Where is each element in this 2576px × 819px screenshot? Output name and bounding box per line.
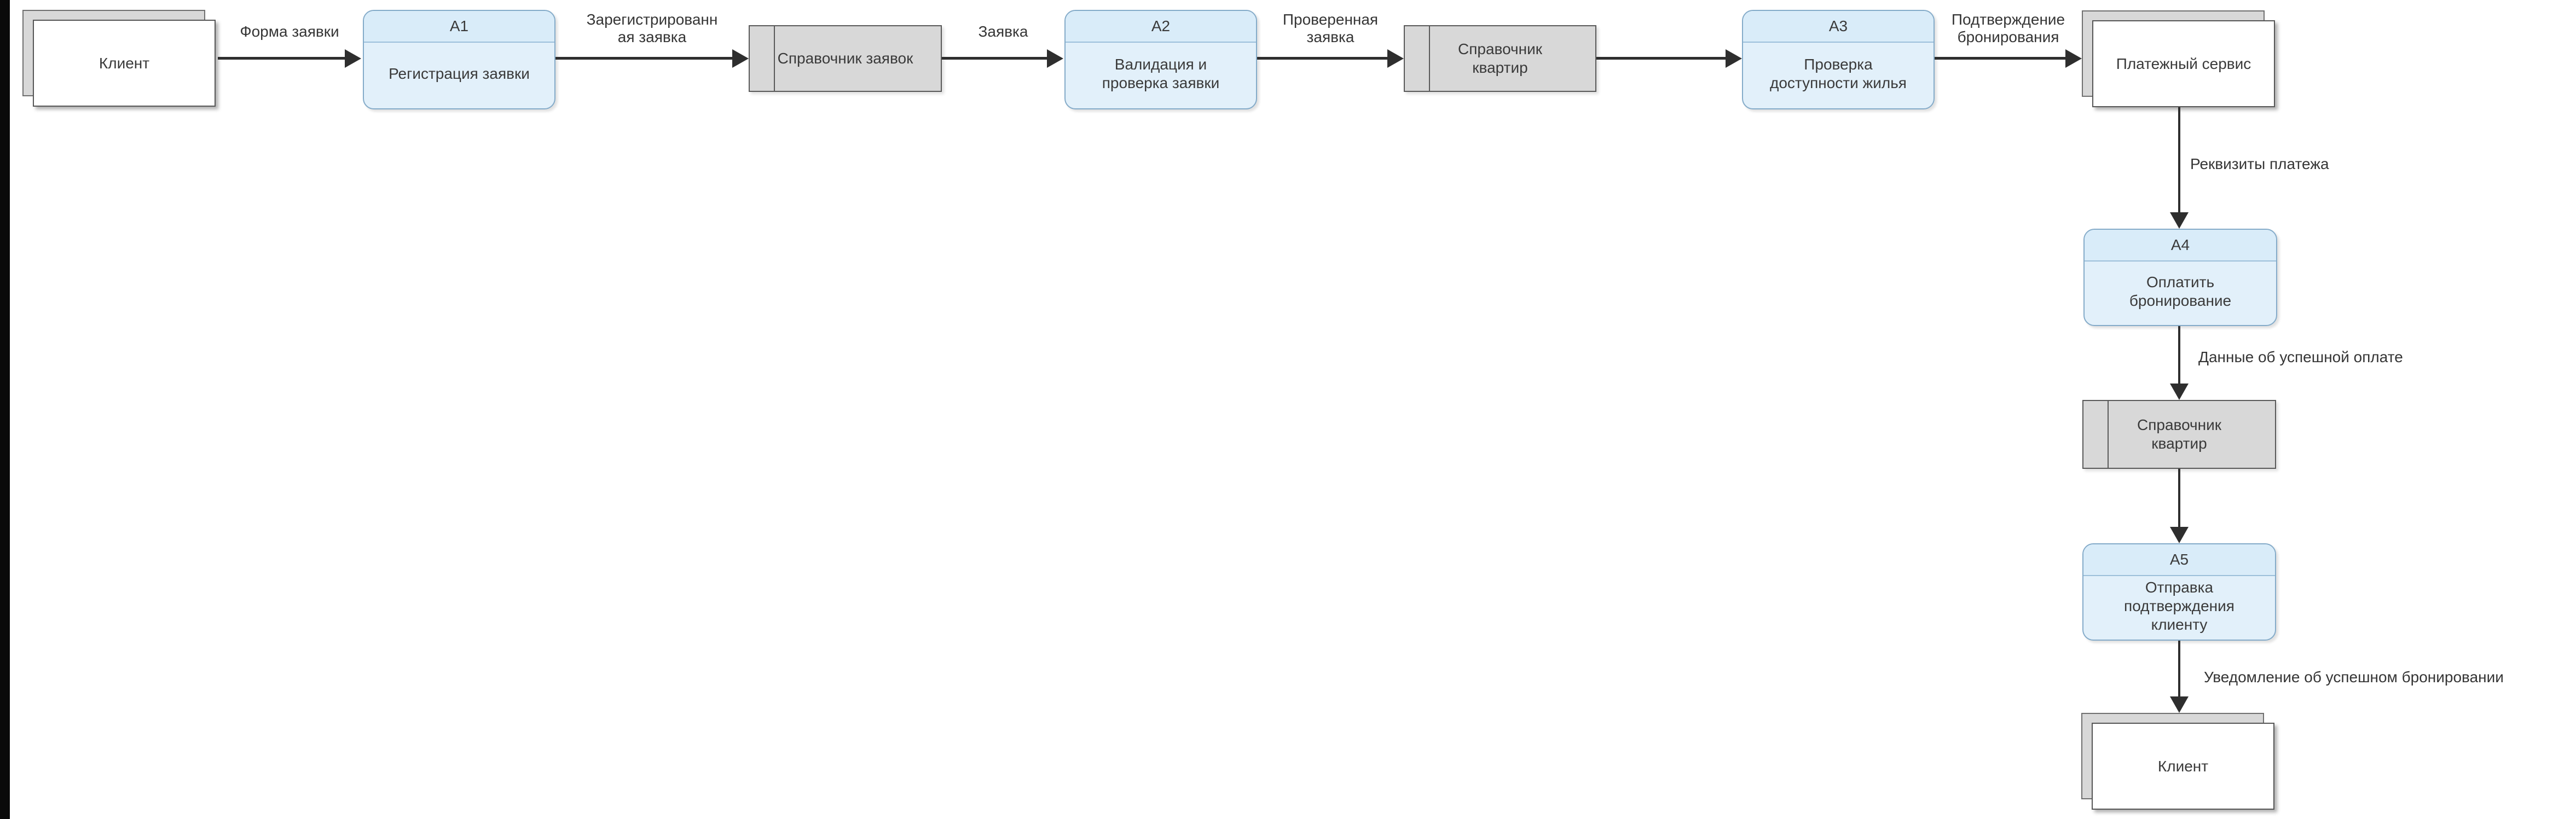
- flow-e5-line: [1596, 57, 1726, 60]
- process-a2[interactable]: A2 Валидация и проверка заявки: [1064, 10, 1257, 109]
- process-a1-label: Регистрация заявки: [389, 65, 530, 82]
- process-a2-code: A2: [1066, 11, 1256, 43]
- flow-e5-arrowhead: [1726, 49, 1742, 68]
- flow-e7-arrowhead: [2170, 212, 2189, 229]
- flow-e2-line: [555, 57, 732, 60]
- process-a2-label: Валидация и проверка заявки: [1102, 56, 1220, 91]
- flow-e4-label: Проверенная заявка: [1282, 11, 1379, 45]
- process-a1[interactable]: A1 Регистрация заявки: [363, 10, 555, 109]
- flow-e10-label: Уведомление об успешном бронировании: [2204, 669, 2504, 686]
- flow-e1-arrowhead: [345, 49, 361, 68]
- flow-e3-line: [942, 57, 1047, 60]
- flow-e4-line: [1257, 57, 1387, 60]
- flow-e9-arrowhead: [2170, 527, 2189, 543]
- entity-payment-service-face[interactable]: Платежный сервис: [2092, 20, 2275, 107]
- flow-e2-label: Зарегистрированн ая заявка: [586, 11, 718, 45]
- flow-e10-arrowhead: [2170, 696, 2189, 713]
- flow-e7-line: [2178, 107, 2180, 213]
- process-a4[interactable]: A4 Оплатить бронирование: [2083, 229, 2277, 326]
- process-a3-code: A3: [1743, 11, 1934, 43]
- datastore-apartments-2-label: Справочник квартир: [2137, 416, 2221, 452]
- datastore-apartments-1-label: Справочник квартир: [1458, 40, 1542, 76]
- flow-e3-label: Заявка: [978, 23, 1028, 40]
- flow-e6-arrowhead: [2065, 49, 2082, 68]
- window-left-edge: [0, 0, 10, 819]
- flow-e2-arrowhead: [732, 49, 749, 68]
- flow-e7-label: Реквизиты платежа: [2190, 155, 2329, 172]
- entity-client-top-label: Клиент: [99, 54, 150, 72]
- process-a3-label: Проверка доступности жилья: [1770, 56, 1907, 91]
- flow-e6-label: Подтверждение бронирования: [1951, 11, 2065, 45]
- datastore-apartments-1-divider: [1429, 26, 1430, 91]
- flow-e8-arrowhead: [2170, 384, 2189, 400]
- entity-payment-service-label: Платежный сервис: [2116, 55, 2251, 72]
- datastore-requests-label: Справочник заявок: [777, 50, 913, 67]
- flow-e8-label: Данные об успешной оплате: [2198, 348, 2403, 365]
- entity-client-top-face[interactable]: Клиент: [33, 20, 216, 107]
- entity-client-top[interactable]: Клиент: [22, 10, 216, 107]
- flow-e1-line: [218, 57, 345, 60]
- flow-e1-label: Форма заявки: [240, 23, 339, 40]
- flow-e4-arrowhead: [1387, 49, 1404, 68]
- datastore-requests-divider: [774, 26, 775, 91]
- process-a1-code: A1: [364, 11, 554, 43]
- flow-e9-line: [2178, 469, 2180, 528]
- process-a5-label: Отправка подтверждения клиенту: [2124, 579, 2235, 633]
- entity-payment-service[interactable]: Платежный сервис: [2082, 10, 2275, 107]
- datastore-requests[interactable]: Справочник заявок: [749, 25, 942, 92]
- entity-client-bottom[interactable]: Клиент: [2081, 713, 2274, 810]
- datastore-apartments-2[interactable]: Справочник квартир: [2082, 400, 2276, 469]
- entity-client-bottom-label: Клиент: [2157, 757, 2209, 775]
- flow-e6-line: [1935, 57, 2065, 60]
- datastore-apartments-2-divider: [2108, 401, 2109, 468]
- process-a4-label: Оплатить бронирование: [2129, 274, 2232, 309]
- process-a3[interactable]: A3 Проверка доступности жилья: [1742, 10, 1935, 109]
- flow-e3-arrowhead: [1047, 49, 1063, 68]
- entity-client-bottom-face[interactable]: Клиент: [2092, 723, 2274, 810]
- flow-e10-line: [2178, 641, 2180, 698]
- datastore-apartments-1[interactable]: Справочник квартир: [1404, 25, 1596, 92]
- flow-e8-line: [2178, 326, 2180, 385]
- process-a5[interactable]: A5 Отправка подтверждения клиенту: [2082, 543, 2276, 641]
- process-a5-code: A5: [2083, 544, 2275, 576]
- process-a4-code: A4: [2085, 230, 2276, 262]
